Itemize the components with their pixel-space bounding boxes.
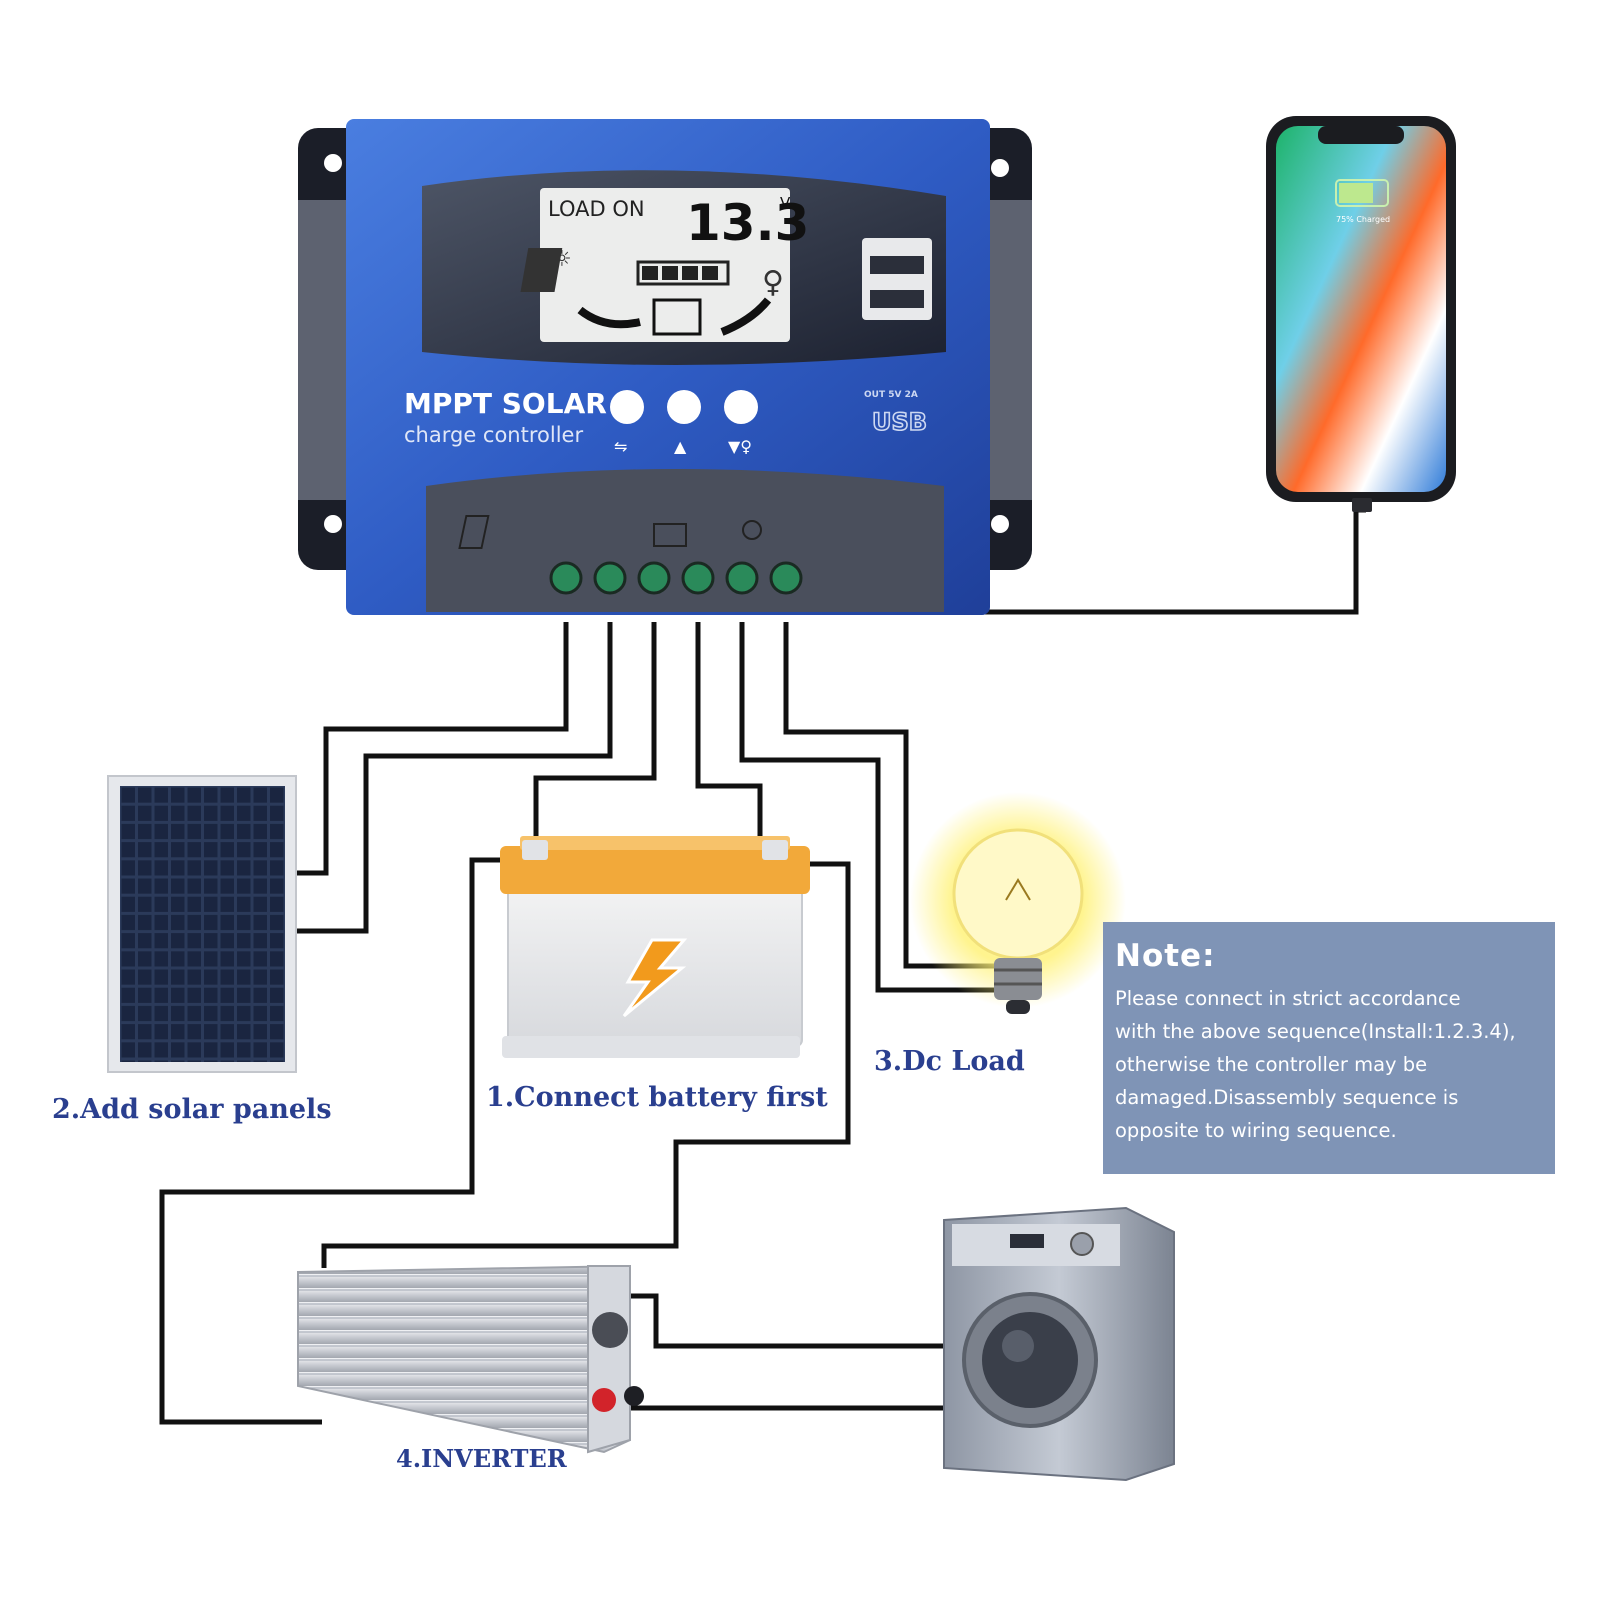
wire-washer-1 bbox=[628, 1293, 944, 1349]
up-arrow-icon: ▲ bbox=[674, 437, 687, 456]
solar-panel-cells bbox=[120, 786, 285, 1062]
brand-title: MPPT SOLAR bbox=[404, 387, 607, 420]
washer-drum bbox=[982, 1312, 1078, 1408]
inverter bbox=[297, 1264, 644, 1454]
wire-solar-positive bbox=[296, 622, 569, 876]
inverter-black-terminal bbox=[624, 1386, 644, 1406]
note-box: Note: Please connect in strict accordanc… bbox=[1103, 922, 1555, 1174]
washer-knob-icon bbox=[1070, 1232, 1094, 1256]
mount-hole-icon bbox=[991, 159, 1009, 177]
solar-panel-label: 2.Add solar panels bbox=[52, 1094, 332, 1125]
inverter-body bbox=[297, 1264, 631, 1454]
battery bbox=[500, 836, 810, 1058]
wire-battery-negative bbox=[695, 622, 763, 842]
bulb-filament bbox=[1005, 878, 1031, 901]
phone-screen bbox=[1276, 126, 1446, 492]
battery-lid bbox=[500, 846, 810, 894]
wire-solar-negative bbox=[296, 622, 613, 934]
side-rail bbox=[298, 200, 346, 500]
charging-plug bbox=[1352, 498, 1372, 512]
washing-machine bbox=[943, 1206, 1175, 1482]
note-title: Note: bbox=[1115, 938, 1216, 974]
note-line: with the above sequence(Install:1.2.3.4)… bbox=[1115, 1020, 1516, 1043]
note-body: Please connect in strict accordance with… bbox=[1115, 982, 1543, 1147]
inverter-red-terminal bbox=[592, 1388, 616, 1412]
charge-controller: LOAD ON 13.3 V ☼ ♀ MPPT SOLAR charge con… bbox=[298, 119, 1032, 615]
usb-output-label: OUT 5V 2A bbox=[864, 390, 918, 400]
terminal-screw[interactable] bbox=[593, 561, 627, 595]
lightning-icon bbox=[622, 938, 688, 1018]
light-bulb bbox=[910, 792, 1126, 1014]
terminal-load-icon bbox=[742, 520, 762, 540]
set-button[interactable] bbox=[724, 390, 758, 424]
brand-subtitle: charge controller bbox=[404, 423, 583, 447]
smartphone: 75% Charged bbox=[1266, 116, 1456, 512]
terminal-screw[interactable] bbox=[549, 561, 583, 595]
wire-battery-positive bbox=[533, 622, 657, 842]
wire-inverter-negative bbox=[321, 861, 851, 1268]
battery-charging-icon bbox=[1335, 179, 1389, 207]
lcd-voltage: 13.3 bbox=[686, 194, 809, 252]
bulb-base bbox=[994, 958, 1042, 1000]
mount-hole-icon bbox=[324, 515, 342, 533]
note-line: otherwise the controller may be bbox=[1115, 1053, 1428, 1076]
terminal-screw[interactable] bbox=[725, 561, 759, 595]
set-icon: ▼♀ bbox=[728, 437, 752, 456]
dc-load-label: 3.Dc Load bbox=[874, 1046, 1025, 1077]
inverter-endcap bbox=[587, 1265, 631, 1454]
solar-panel bbox=[107, 775, 297, 1073]
phone-charge-text: 75% Charged bbox=[1336, 215, 1390, 224]
charge-arrow-icon bbox=[577, 306, 641, 329]
solar-panel-icon: ☼ bbox=[520, 247, 572, 292]
mount-hole-icon bbox=[324, 154, 342, 172]
battery-face-icon bbox=[652, 298, 702, 336]
mount-hole-icon bbox=[991, 515, 1009, 533]
bulb-icon: ♀ bbox=[762, 265, 784, 300]
lcd-unit: V bbox=[780, 194, 791, 212]
battery-positive-terminal bbox=[522, 840, 548, 860]
washer-display bbox=[1010, 1234, 1044, 1248]
terminal-screw[interactable] bbox=[681, 561, 715, 595]
screw-terminals bbox=[549, 561, 803, 595]
note-line: damaged.Disassembly sequence is bbox=[1115, 1086, 1459, 1109]
battery-level-icon bbox=[636, 260, 730, 286]
lcd-status: LOAD ON bbox=[548, 197, 645, 221]
up-button[interactable] bbox=[667, 390, 701, 424]
fan-icon bbox=[592, 1312, 628, 1348]
note-line: opposite to wiring sequence. bbox=[1115, 1119, 1397, 1142]
terminal-battery-icon bbox=[653, 523, 687, 547]
side-rail bbox=[988, 200, 1032, 500]
lcd-screen bbox=[540, 188, 790, 342]
terminal-screw[interactable] bbox=[637, 561, 671, 595]
bulb-glass bbox=[952, 828, 1084, 960]
terminal-screw[interactable] bbox=[769, 561, 803, 595]
phone-notch bbox=[1318, 126, 1404, 144]
discharge-arrow-icon bbox=[720, 297, 772, 336]
note-line: Please connect in strict accordance bbox=[1115, 987, 1461, 1010]
inverter-label: 4.INVERTER bbox=[396, 1444, 567, 1473]
terminal-solar-icon bbox=[458, 515, 490, 549]
wire-inverter-positive bbox=[159, 857, 508, 1425]
battery-label: 1.Connect battery first bbox=[486, 1082, 828, 1113]
usb-logo: USB bbox=[872, 408, 927, 436]
battery-negative-terminal bbox=[762, 840, 788, 860]
menu-icon: ⇋ bbox=[614, 437, 627, 456]
menu-button[interactable] bbox=[610, 390, 644, 424]
wire-load-positive bbox=[739, 622, 994, 993]
